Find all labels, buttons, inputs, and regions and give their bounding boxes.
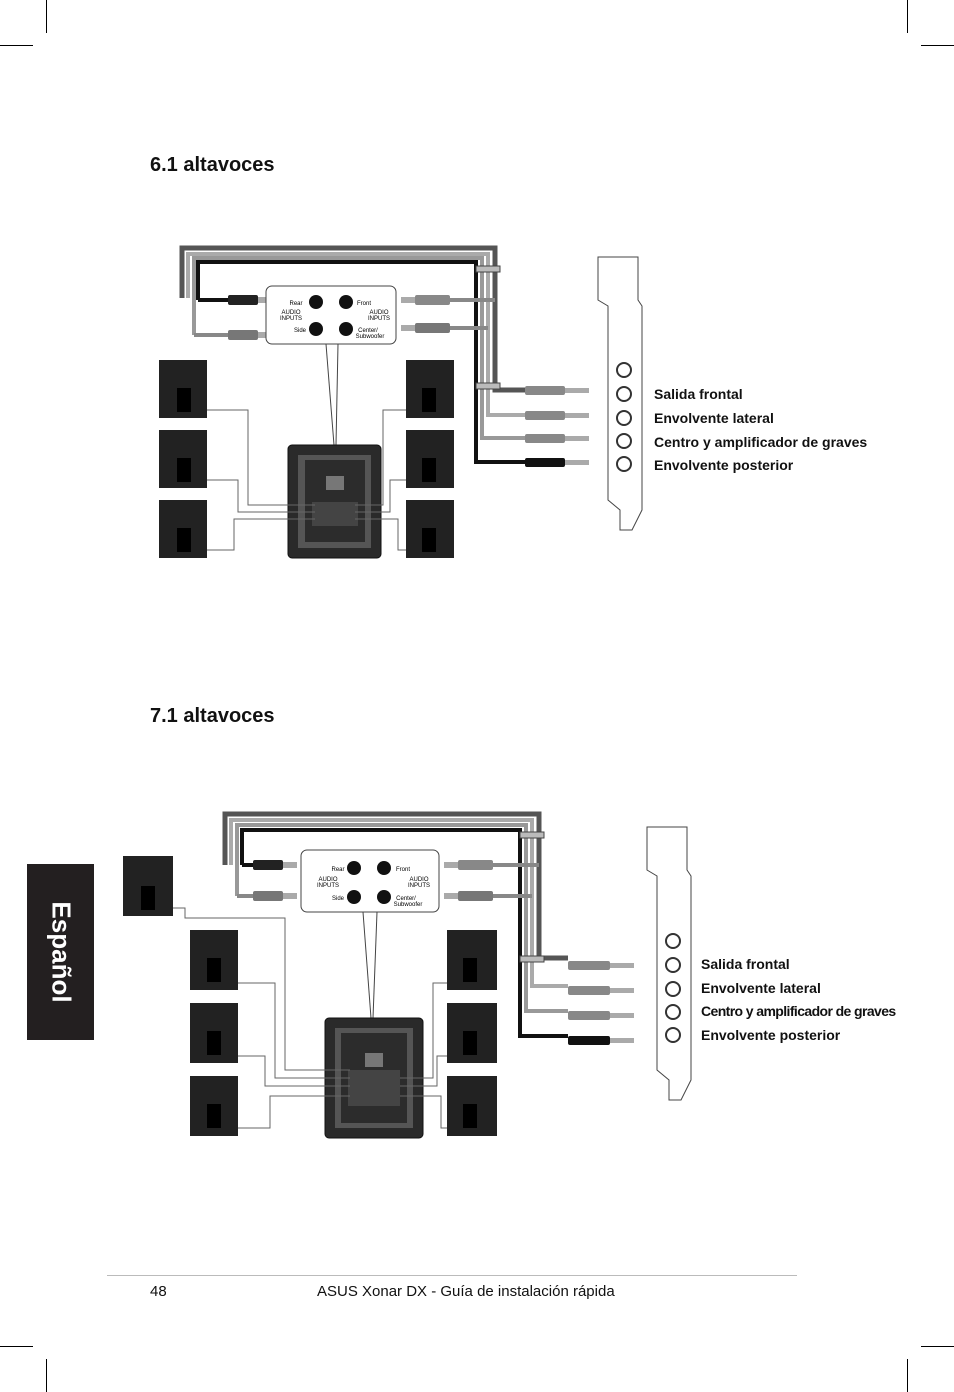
hub-label-subwoofer: Subwoofer [394, 902, 423, 908]
crop-mark [907, 0, 908, 33]
diagram-7-1: Rear AUDIO INPUTS Side Front AUDIO INPUT… [123, 811, 692, 1139]
hub-label-audio: AUDIO [409, 877, 428, 883]
speaker-right-1 [406, 360, 454, 418]
footer-title: ASUS Xonar DX - Guía de instalación rápi… [317, 1283, 615, 1300]
speaker-left-3 [159, 500, 207, 558]
label-salida-frontal: Salida frontal [701, 956, 790, 972]
hub-label-center: Center/ [358, 328, 378, 334]
label-envolvente-posterior: Envolvente posterior [701, 1027, 841, 1043]
hub-label-side: Side [332, 896, 345, 902]
hub-label-audio: AUDIO [369, 310, 388, 316]
speaker-left-1 [159, 360, 207, 418]
hub-label-side: Side [294, 328, 307, 334]
label-envolvente-lateral: Envolvente lateral [701, 980, 821, 996]
hub-label-subwoofer: Subwoofer [356, 334, 385, 340]
hub-label-rear: Rear [289, 301, 302, 307]
hub-label-front: Front [357, 301, 371, 307]
speaker-right-3 [406, 500, 454, 558]
section-title-6-1: 6.1 altavoces [150, 154, 275, 176]
speaker-right-2 [406, 430, 454, 488]
crop-mark [907, 1359, 908, 1392]
crop-mark [46, 1359, 47, 1392]
section-title-7-1: 7.1 altavoces [150, 705, 275, 727]
speaker-left-2 [159, 430, 207, 488]
page-number: 48 [150, 1283, 167, 1300]
speaker-right-3 [447, 1076, 497, 1136]
hub-label-rear: Rear [331, 867, 344, 873]
hub-label-audio: AUDIO [281, 310, 300, 316]
hub-label-inputs: INPUTS [408, 883, 430, 889]
crop-mark [0, 45, 33, 46]
crop-mark [46, 0, 47, 33]
hub-label-inputs: INPUTS [280, 316, 302, 322]
label-envolvente-posterior: Envolvente posterior [654, 457, 794, 473]
speaker-left-2 [190, 1003, 238, 1063]
language-tab-label: Español [46, 901, 76, 1003]
label-centro-graves: Centro y amplificador de graves [654, 434, 868, 450]
hub-label-front: Front [396, 867, 410, 873]
language-tab: Español [27, 864, 94, 1040]
speaker-right-1 [447, 930, 497, 990]
label-salida-frontal: Salida frontal [654, 386, 743, 402]
crop-mark [921, 1346, 954, 1347]
hub-label-center: Center/ [396, 896, 416, 902]
crop-mark [921, 45, 954, 46]
speaker-right-2 [447, 1003, 497, 1063]
speaker-left-1 [190, 930, 238, 990]
label-centro-graves: Centro y amplificador de graves [701, 1003, 896, 1019]
hub-label-inputs: INPUTS [368, 316, 390, 322]
speaker-left-3 [190, 1076, 238, 1136]
hub-label-inputs: INPUTS [317, 883, 339, 889]
hub-label-audio: AUDIO [318, 877, 337, 883]
diagram-6-1: Rear Side AUDIO INPUTS Front AUDIO INPUT… [159, 245, 643, 559]
label-envolvente-lateral: Envolvente lateral [654, 410, 774, 426]
footer-rule [107, 1275, 797, 1276]
crop-mark [0, 1346, 33, 1347]
speaker-rear-extra [123, 856, 173, 916]
